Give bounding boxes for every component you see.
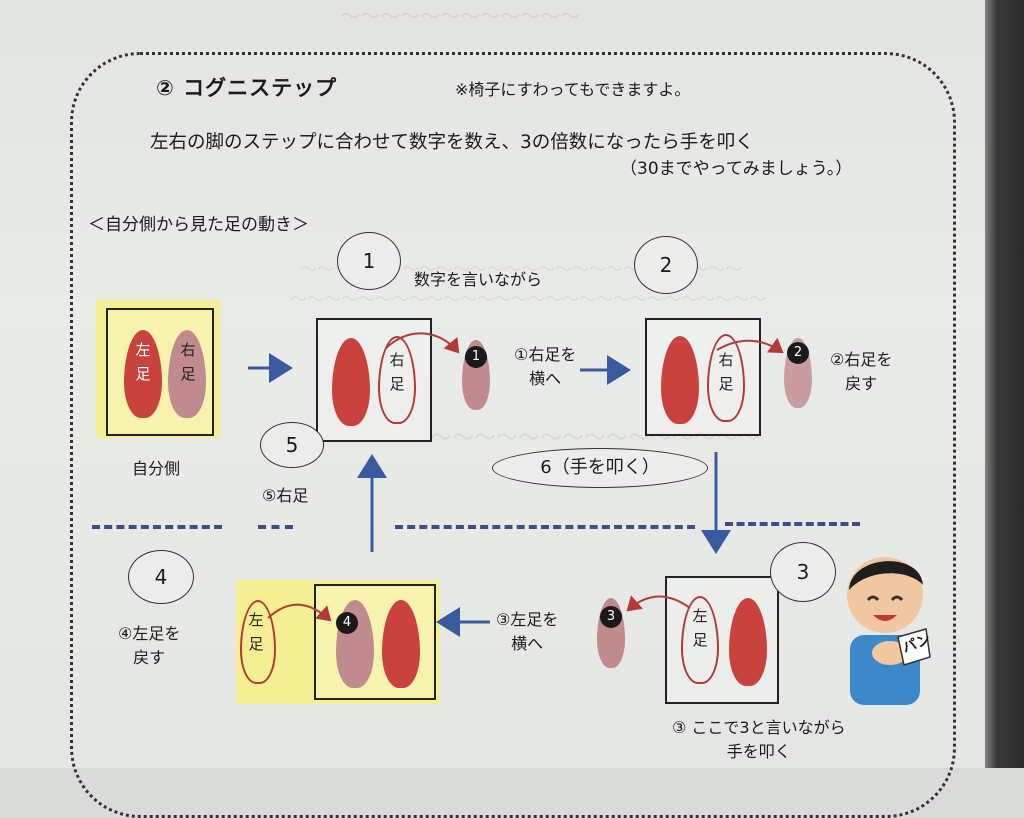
speech-bubble-6: 6（手を叩く） xyxy=(492,448,708,488)
speech-bubble-3: 3 xyxy=(770,542,836,602)
subheading: ＜自分側から見た足の動き＞ xyxy=(88,215,309,235)
instruction-text: 左右の脚のステップに合わせて数字を数え、3の倍数になったら手を叩く xyxy=(150,132,754,153)
left-foot-char1: 左 xyxy=(135,341,151,359)
left-foot-char1: 左 xyxy=(248,611,264,629)
speech-bubble-4: 4 xyxy=(128,550,194,604)
step3-line2: 横へ xyxy=(511,634,544,653)
step-dot-1: 1 xyxy=(465,346,487,368)
curve-step1 xyxy=(385,332,460,354)
clapping-boy-illustration: パン xyxy=(840,545,935,710)
self-side-label: 自分側 xyxy=(132,459,181,478)
step3-note: ③ ここで3と言いながら 手を叩く xyxy=(672,716,846,764)
step-dot-3: 3 xyxy=(600,606,622,628)
bleed-through-text: ～～～～～～～～～～～～～～～ xyxy=(430,426,761,451)
step3-label: ③左足を 横へ xyxy=(496,608,558,656)
right-foot-char1: 右 xyxy=(389,351,405,369)
left-foot-print xyxy=(124,330,162,418)
right-foot-print xyxy=(168,330,206,418)
divider-dashed xyxy=(92,525,222,529)
right-foot-char2: 足 xyxy=(718,375,734,393)
worksheet-paper: ～～～～～～～～～～～～ ～～～～～～～～～～～～～～～～～～～～～～～～～～ … xyxy=(0,0,985,818)
speech-bubble-1: 1 xyxy=(337,232,401,290)
speech-bubble-2: 2 xyxy=(634,236,698,294)
step3-note-line2: 手を叩く xyxy=(726,742,791,761)
right-foot-print xyxy=(729,598,767,686)
step1-line2: 横へ xyxy=(529,369,562,388)
right-foot-outline xyxy=(378,336,416,424)
step2-line1: ②右足を xyxy=(830,350,893,369)
curve-step4 xyxy=(267,603,332,622)
step4-line2: 戻す xyxy=(133,648,166,667)
instruction-subtext: （30までやってみましょう。） xyxy=(620,159,853,179)
foot-box-step1: 右 足 xyxy=(316,318,432,442)
bleed-through-text: ～～～～～～～～～～～～～～～～～～～～～～～～～～～～ xyxy=(290,290,766,310)
left-foot-print xyxy=(332,338,370,426)
step5-label: ⑤右足 xyxy=(262,486,309,505)
right-foot-outline xyxy=(707,334,745,422)
foot-box-step3: 左 足 xyxy=(665,576,779,704)
speech-bubble-5: 5 xyxy=(260,422,324,468)
left-foot-outline xyxy=(240,600,276,684)
step1-line1: ①右足を xyxy=(514,345,577,364)
step-dot-2: 2 xyxy=(787,342,809,364)
right-foot-char2: 足 xyxy=(389,375,405,393)
left-foot-print xyxy=(661,336,699,424)
right-foot-char1: 右 xyxy=(180,341,196,359)
left-foot-char2: 足 xyxy=(135,365,151,383)
foot-box-step2: 右 足 xyxy=(645,318,761,436)
curve-step2 xyxy=(716,337,784,354)
step2-label: ②右足を 戻す xyxy=(830,348,892,396)
divider-dashed xyxy=(258,525,293,529)
step3-line1: ③左足を xyxy=(496,610,559,629)
left-foot-char2: 足 xyxy=(248,635,264,653)
divider-dashed xyxy=(725,522,860,526)
step4-line1: ④左足を xyxy=(118,624,181,643)
step-dot-4: 4 xyxy=(336,612,358,634)
left-foot-char2: 足 xyxy=(692,631,708,649)
arrows-overlay xyxy=(248,332,784,637)
right-foot-char1: 右 xyxy=(718,351,734,369)
step1-label: ①右足を 横へ xyxy=(514,343,576,391)
bleed-through-text: ～～～～～～～～～～～～～～～～～～～～～～～～～～ xyxy=(300,260,742,280)
left-foot-outline xyxy=(681,596,719,684)
bubble1-caption: 数字を言いながら xyxy=(414,270,543,289)
right-foot-print xyxy=(382,600,420,688)
left-foot-char1: 左 xyxy=(692,607,708,625)
curve-step3 xyxy=(626,595,691,612)
foot-box-start: 左 足 右 足 xyxy=(106,308,214,436)
section-title: ② コグニステップ xyxy=(156,76,338,100)
right-foot-char2: 足 xyxy=(180,365,196,383)
step3-note-line1: ③ ここで3と言いながら xyxy=(672,718,846,737)
divider-dashed xyxy=(395,525,695,529)
bleed-through-text: ～～～～～～～～～～～～ xyxy=(340,4,580,28)
boy-drawing xyxy=(847,557,931,705)
step4-label: ④左足を 戻す xyxy=(118,622,180,670)
chair-note: ※椅子にすわってもできますよ。 xyxy=(455,80,691,99)
step2-line2: 戻す xyxy=(845,374,878,393)
